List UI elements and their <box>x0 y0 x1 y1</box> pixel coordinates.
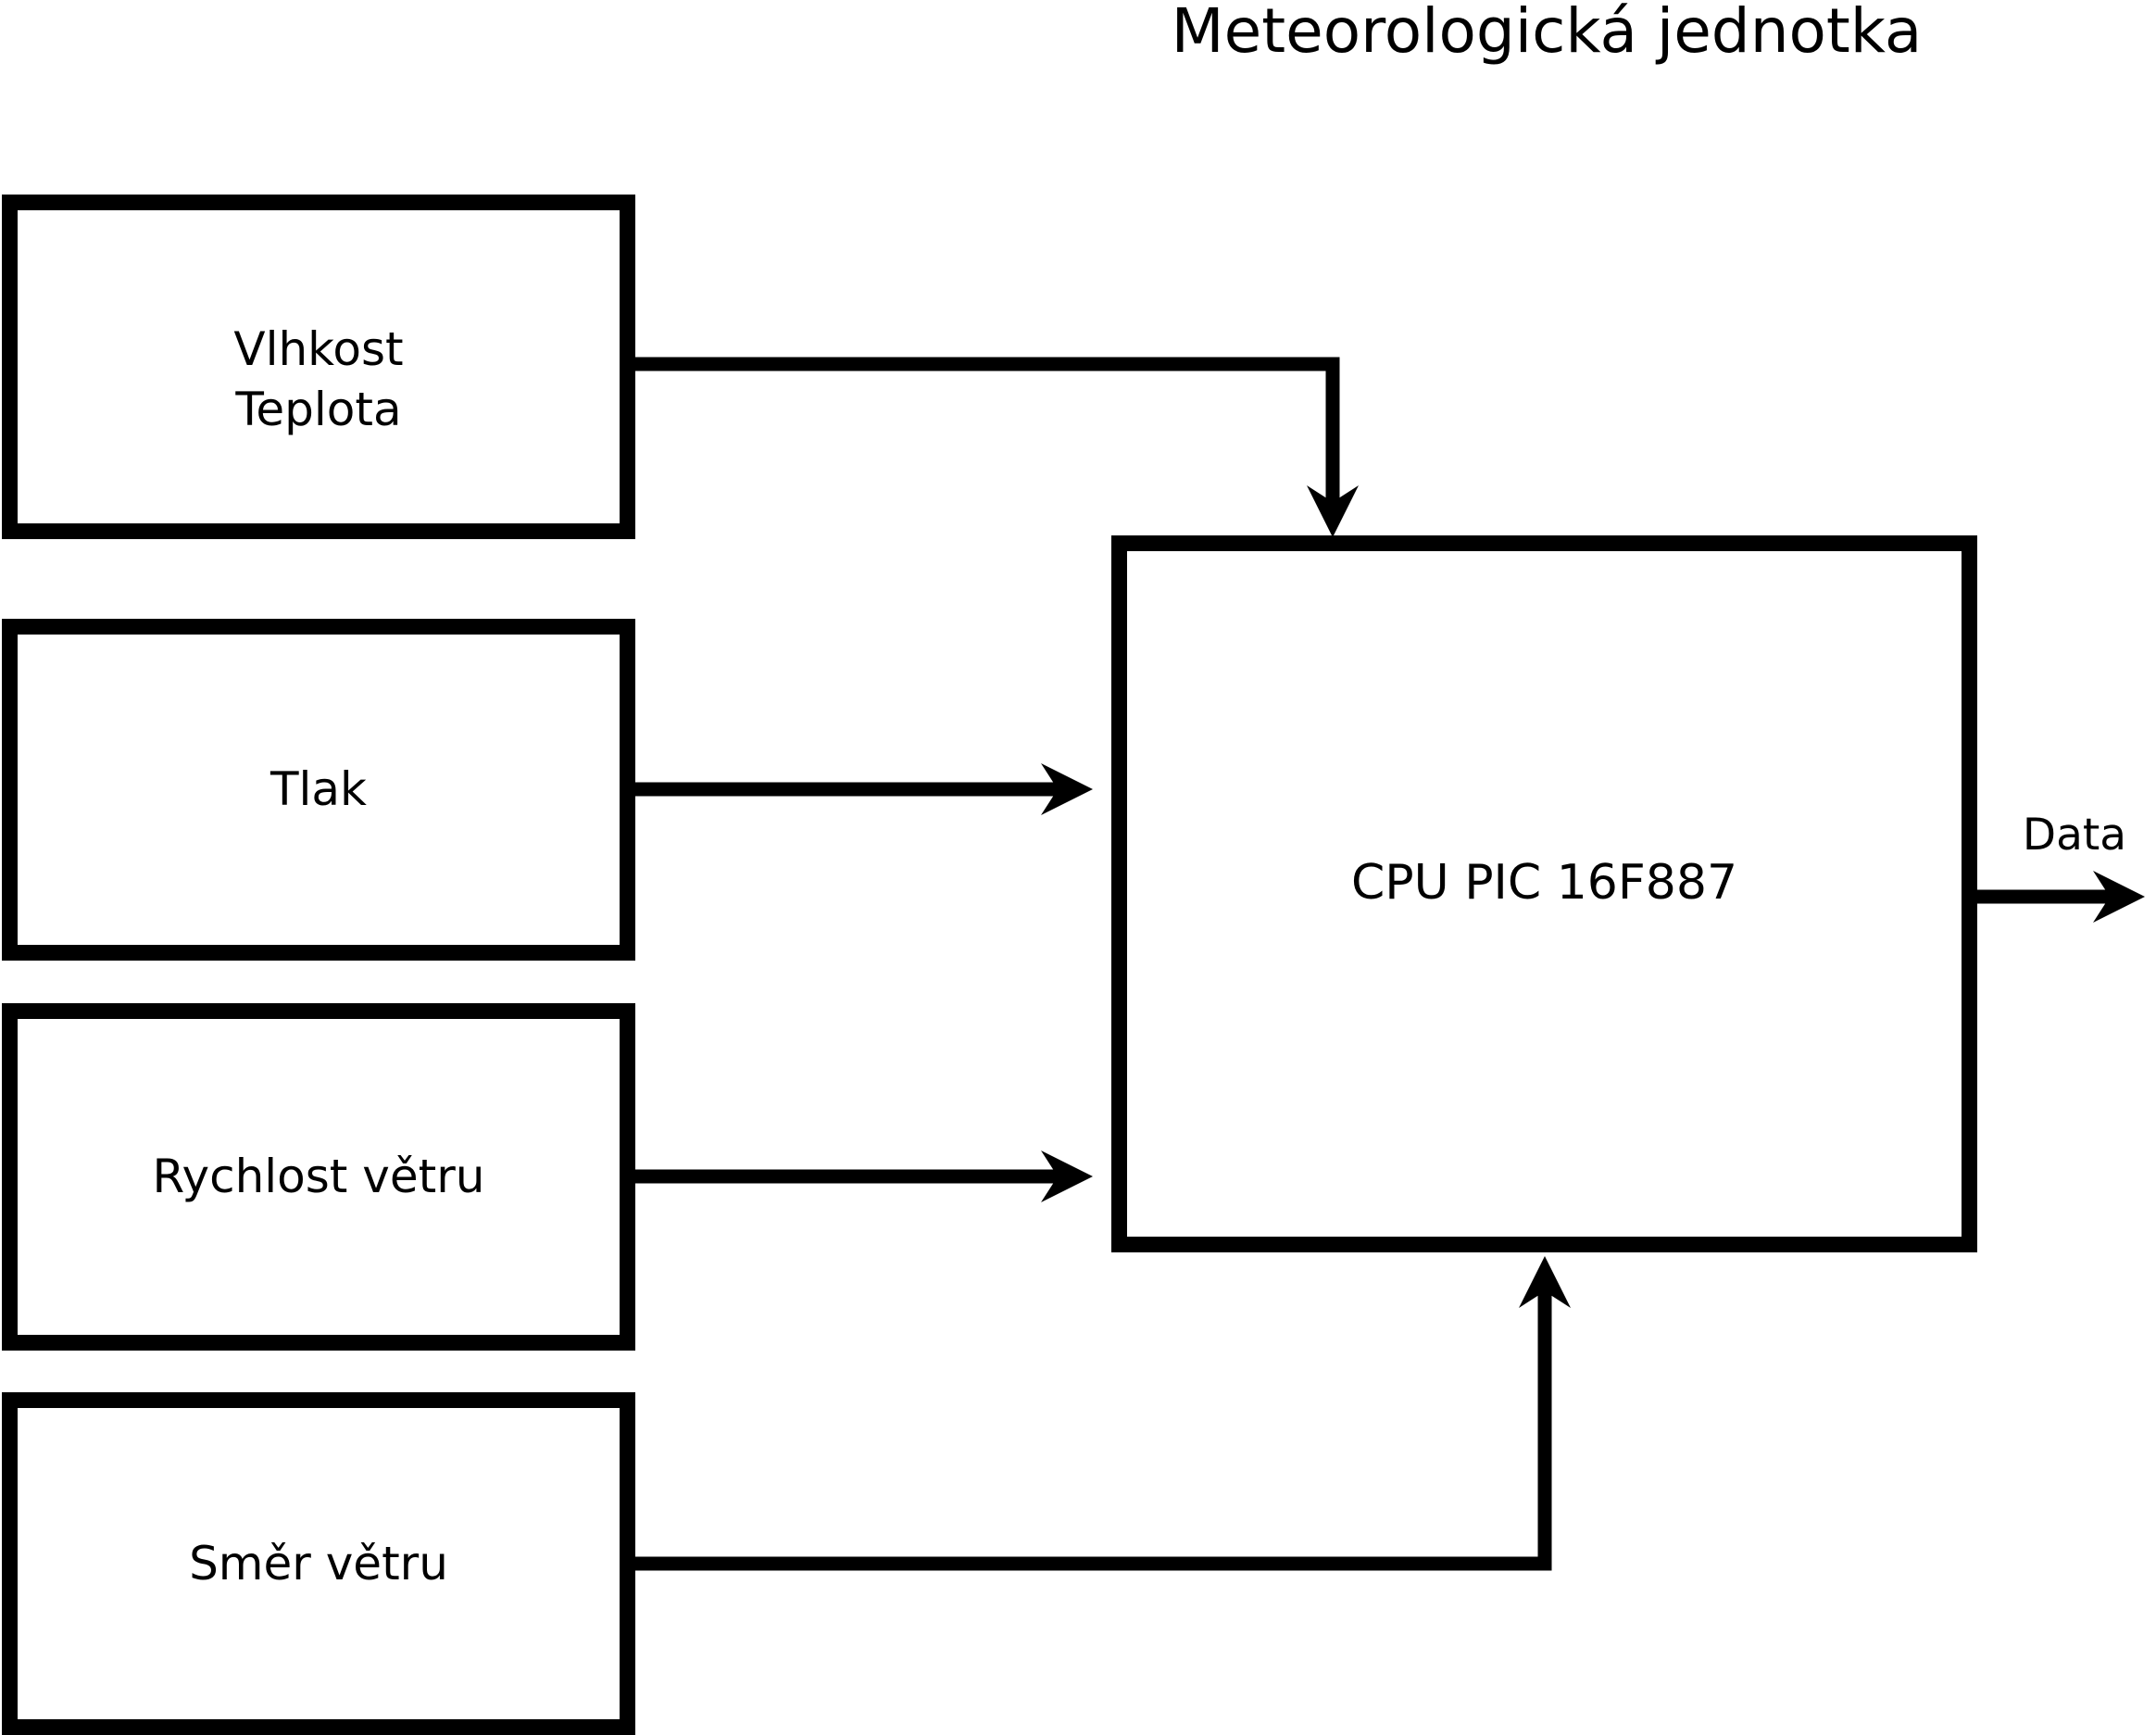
diagram-title: Meteorologická jednotka <box>1171 0 1923 67</box>
arrow-cpu-to-data-output <box>1977 871 2145 923</box>
sensor-box-wind-direction: Směr větru <box>2 1392 635 1735</box>
connector-line <box>635 1289 1552 1571</box>
sensor-box-pressure-label: Tlak <box>270 760 367 820</box>
sensor-label-line: Tlak <box>270 762 368 816</box>
arrow-wind-direction-to-cpu <box>635 1256 1571 1571</box>
sensor-label-line: Vlhkost <box>233 322 404 376</box>
arrowhead <box>1307 485 1359 537</box>
arrow-wind-speed-to-cpu <box>635 1150 1093 1202</box>
sensor-box-wind-speed: Rychlost větru <box>2 1003 635 1351</box>
sensor-box-wind-direction-label: Směr větru <box>189 1534 448 1594</box>
arrow-humidity-temperature-to-cpu <box>635 357 1359 537</box>
sensor-label-line: Rychlost větru <box>152 1150 485 1203</box>
arrowhead <box>1041 763 1093 815</box>
sensor-label-line: Teplota <box>235 383 402 436</box>
sensor-box-humidity-temperature-label: Vlhkost Teplota <box>233 294 403 440</box>
sensor-box-pressure: Tlak <box>2 619 635 961</box>
sensor-box-humidity-temperature: Vlhkost Teplota <box>2 195 635 539</box>
arrowhead <box>2093 871 2145 923</box>
arrowhead <box>1041 1150 1093 1202</box>
arrowhead <box>1519 1256 1571 1308</box>
sensor-box-wind-speed-label: Rychlost větru <box>152 1147 484 1207</box>
connector-line <box>635 357 1340 505</box>
arrow-pressure-to-cpu <box>635 763 1093 815</box>
cpu-label: CPU PIC 16F887 <box>1350 855 1738 911</box>
data-output-label: Data <box>2022 810 2127 861</box>
sensor-label-line: Směr větru <box>189 1536 448 1590</box>
cpu-box: CPU PIC 16F887 <box>1111 535 1977 1252</box>
